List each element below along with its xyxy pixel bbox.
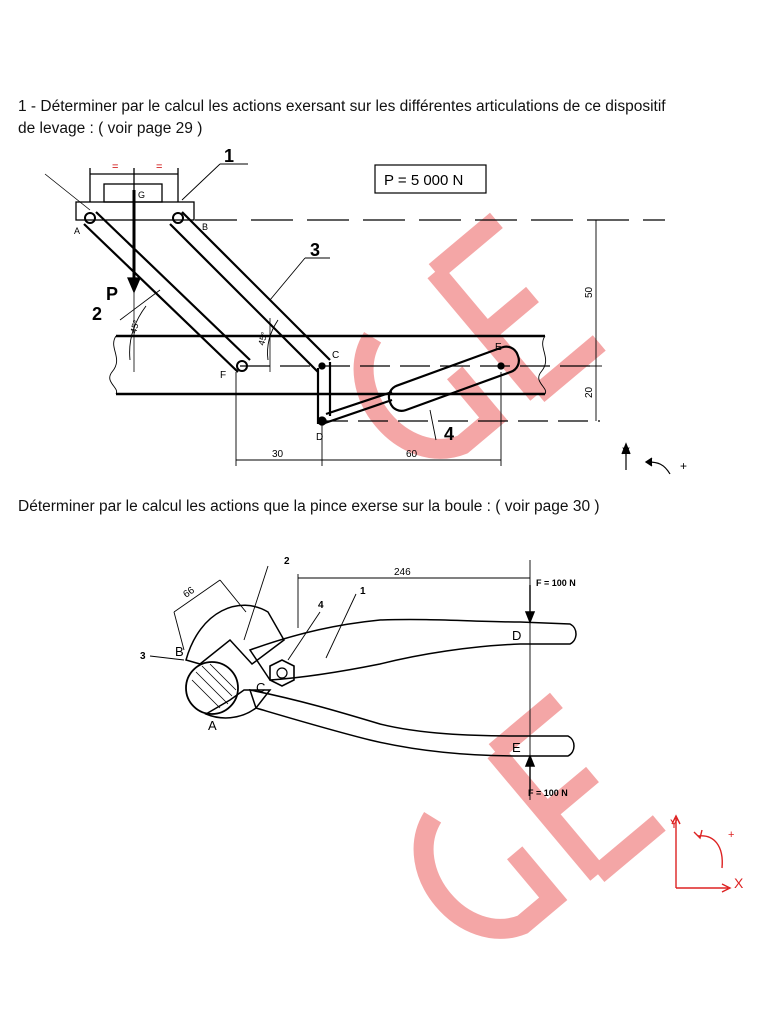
point-B: B <box>202 222 208 232</box>
pliers-part-4: 4 <box>318 600 324 611</box>
angle-left: 45° <box>128 318 141 334</box>
part-number-3: 3 <box>310 240 320 260</box>
sign-plus-bottom: + <box>728 829 734 841</box>
pliers-part-2: 2 <box>284 556 290 567</box>
point-E: E <box>495 342 502 353</box>
force-bottom: F = 100 N <box>528 788 568 798</box>
force-top: F = 100 N <box>536 578 576 588</box>
question-1-line-2: de levage : ( voir page 29 ) <box>18 120 203 137</box>
force-symbol-P: P <box>106 284 118 304</box>
pliers-point-C: C <box>256 680 265 695</box>
angle-right: 45° <box>256 330 269 346</box>
pliers-point-D: D <box>512 628 521 643</box>
pliers-point-A: A <box>208 718 217 733</box>
jack-rod <box>321 398 393 426</box>
force-label-box: P = 5 000 N <box>384 172 463 189</box>
axis-y-top: Y <box>622 445 630 459</box>
part-number-1: 1 <box>224 146 234 166</box>
part-number-4: 4 <box>444 424 454 444</box>
jack-cylinder <box>387 345 520 412</box>
upper-handle <box>248 618 577 681</box>
dim-50: 50 <box>584 286 595 298</box>
point-C: C <box>332 350 339 361</box>
dim-20: 20 <box>584 386 595 398</box>
pliers-point-E: E <box>512 740 521 755</box>
ball <box>185 661 239 715</box>
point-D: D <box>316 432 323 443</box>
point-F: F <box>220 370 226 381</box>
pliers-part-1: 1 <box>360 586 366 597</box>
upper-jaw <box>185 604 285 666</box>
bar-3 <box>169 223 319 373</box>
sign-plus-top: + <box>680 459 687 473</box>
lower-handle <box>248 689 575 757</box>
dim-66: 66 <box>181 585 197 601</box>
question-1-line-1: 1 - Déterminer par le calcul les actions… <box>18 98 666 115</box>
pliers-point-B: B <box>175 644 184 659</box>
lower-jaw <box>204 689 272 719</box>
equal-mark-left: = <box>112 161 118 173</box>
dim-30: 30 <box>272 449 284 460</box>
part-number-2: 2 <box>92 304 102 324</box>
point-A: A <box>74 226 80 236</box>
dim-60: 60 <box>406 449 418 460</box>
question-2: Déterminer par le calcul les actions que… <box>18 498 600 515</box>
axis-x-label: X <box>734 875 744 891</box>
axis-y-label: Y <box>670 817 678 831</box>
point-G: G <box>138 190 145 200</box>
pliers-part-3: 3 <box>140 651 146 662</box>
dim-246: 246 <box>394 567 411 578</box>
equal-mark-right: = <box>156 161 162 173</box>
question-1: 1 - Déterminer par le calcul les actions… <box>18 96 748 140</box>
bar-2 <box>83 223 239 373</box>
